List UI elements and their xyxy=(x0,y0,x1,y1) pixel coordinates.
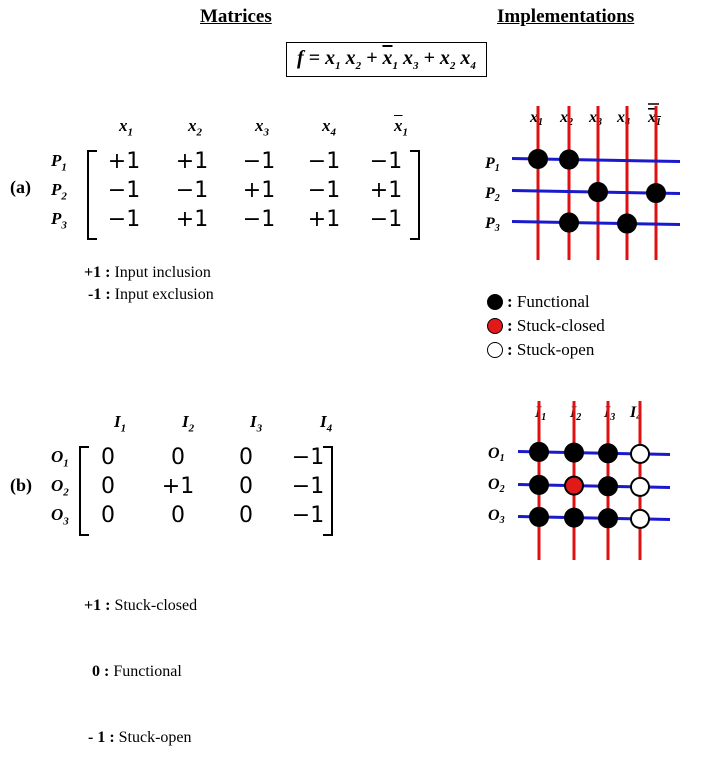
matrices-header: Matrices xyxy=(200,6,272,27)
matrix-cell: −1 xyxy=(107,207,141,232)
col-header-i4: I4 xyxy=(319,412,333,435)
functional-junction xyxy=(559,149,579,170)
functional-junction xyxy=(528,148,548,169)
crossbar-b-row-label: O2 xyxy=(488,476,505,495)
stuck-open-junction xyxy=(630,508,650,529)
matrix-a-legend: +1 : Input inclusion -1 : Input exclusio… xyxy=(84,262,214,306)
legend-item: +1 : Input inclusion xyxy=(84,264,211,281)
col-header-x3: x3 xyxy=(255,116,269,139)
legend-item: : Stuck-closed xyxy=(487,314,605,338)
stuck-open-junction xyxy=(630,443,650,464)
matrix-cell: +1 xyxy=(175,207,209,232)
row-header-p1: P1 xyxy=(51,151,67,174)
stuck-open-junction xyxy=(630,476,650,497)
matrix-cell: 0 xyxy=(239,445,253,470)
col-header-i3: I3 xyxy=(249,412,263,435)
col-header-x2: x2 xyxy=(188,116,202,139)
crossbar-a-col-label: x2 xyxy=(559,109,573,128)
matrix-cell: +1 xyxy=(242,178,276,203)
matrix-cell: −1 xyxy=(242,207,276,232)
col-header-x1-bar: x1 xyxy=(394,116,408,139)
row-header-o1: O1 xyxy=(51,447,69,470)
matrix-cell: −1 xyxy=(291,474,325,499)
matrix-cell: 0 xyxy=(101,445,115,470)
matrix-cell: 0 xyxy=(101,503,115,528)
part-b-label: (b) xyxy=(10,475,32,495)
legend-item: 0 : Functional xyxy=(84,663,182,680)
stuck-open-dot-icon xyxy=(487,342,503,358)
row-header-p3: P3 xyxy=(51,209,67,232)
matrix-cell: −1 xyxy=(369,149,403,174)
matrix-cell: −1 xyxy=(107,178,141,203)
col-header-x4: x4 xyxy=(322,116,336,139)
crossbar-a-row-label: P1 xyxy=(484,155,500,174)
functional-junction xyxy=(646,183,666,204)
crossbar-b-row-label: O1 xyxy=(488,445,505,464)
legend-item: - 1 : Stuck-open xyxy=(84,729,192,746)
matrix-b-left-bracket xyxy=(79,446,89,536)
functional-junction xyxy=(598,508,618,529)
crossbar-a-col-label: x1 xyxy=(647,109,661,128)
crossbar-a-col-label: x3 xyxy=(588,109,602,128)
matrix-cell: 0 xyxy=(239,474,253,499)
functional-junction xyxy=(564,442,584,463)
legend-item: +1 : Stuck-closed xyxy=(84,597,198,614)
functional-junction xyxy=(598,443,618,464)
functional-junction xyxy=(529,441,549,462)
legend-item: : Stuck-open xyxy=(487,338,605,362)
matrix-a-left-bracket xyxy=(87,150,97,240)
matrix-cell: 0 xyxy=(171,445,185,470)
matrix-cell: 0 xyxy=(239,503,253,528)
matrix-cell: +1 xyxy=(369,178,403,203)
stuck-closed-dot-icon xyxy=(487,318,503,334)
col-header-i1: I1 xyxy=(113,412,127,435)
matrix-cell: +1 xyxy=(107,149,141,174)
col-header-i2: I2 xyxy=(181,412,195,435)
horizontal-wire xyxy=(511,220,681,226)
crossbar-b: I1 I2 I3 I4 O1 O2 O3 xyxy=(488,401,671,560)
functional-junction xyxy=(529,474,549,495)
crossbar-a-row-label: P3 xyxy=(484,215,500,234)
matrix-cell: −1 xyxy=(369,207,403,232)
functional-junction xyxy=(588,182,608,203)
functional-junction xyxy=(598,476,618,497)
legend-item: : Functional xyxy=(487,290,605,314)
functional-junction xyxy=(617,213,637,234)
matrix-cell: −1 xyxy=(307,149,341,174)
matrix-cell: −1 xyxy=(291,503,325,528)
matrix-cell: −1 xyxy=(307,178,341,203)
matrix-cell: −1 xyxy=(291,445,325,470)
row-header-o2: O2 xyxy=(51,476,69,499)
functional-dot-icon xyxy=(487,294,503,310)
matrix-cell: −1 xyxy=(242,149,276,174)
implementations-header: Implementations xyxy=(497,6,635,27)
matrix-b-right-bracket xyxy=(323,446,333,536)
row-header-p2: P2 xyxy=(51,180,67,203)
matrix-cell: −1 xyxy=(175,178,209,203)
crossbar-a: x1 x2 x3 x4 x1 P1 P2 P3 xyxy=(484,103,681,260)
col-header-x1: x1 xyxy=(119,116,133,139)
matrix-cell: 0 xyxy=(171,503,185,528)
boolean-function-formula: f = x1 x2 + x1 x3 + x2 x4 xyxy=(286,42,487,77)
crossbar-b-row-label: O3 xyxy=(488,507,505,526)
matrix-b-legend: +1 : Stuck-closed 0 : Functional - 1 : S… xyxy=(84,551,197,771)
matrix-cell: +1 xyxy=(307,207,341,232)
row-header-o3: O3 xyxy=(51,505,69,528)
stuck-closed-junction xyxy=(564,475,584,496)
matrix-a-right-bracket xyxy=(410,150,420,240)
legend-item: -1 : Input exclusion xyxy=(84,286,214,303)
crossbar-a-row-label: P2 xyxy=(484,185,500,204)
implementation-legend: : Functional : Stuck-closed : Stuck-open xyxy=(487,290,605,362)
functional-junction xyxy=(529,506,549,527)
matrix-cell: +1 xyxy=(175,149,209,174)
part-a-label: (a) xyxy=(10,177,31,197)
functional-junction xyxy=(559,212,579,233)
crossbar-a-col-label: x1 xyxy=(529,109,543,128)
matrix-cell: +1 xyxy=(161,474,195,499)
matrix-cell: 0 xyxy=(101,474,115,499)
functional-junction xyxy=(564,507,584,528)
